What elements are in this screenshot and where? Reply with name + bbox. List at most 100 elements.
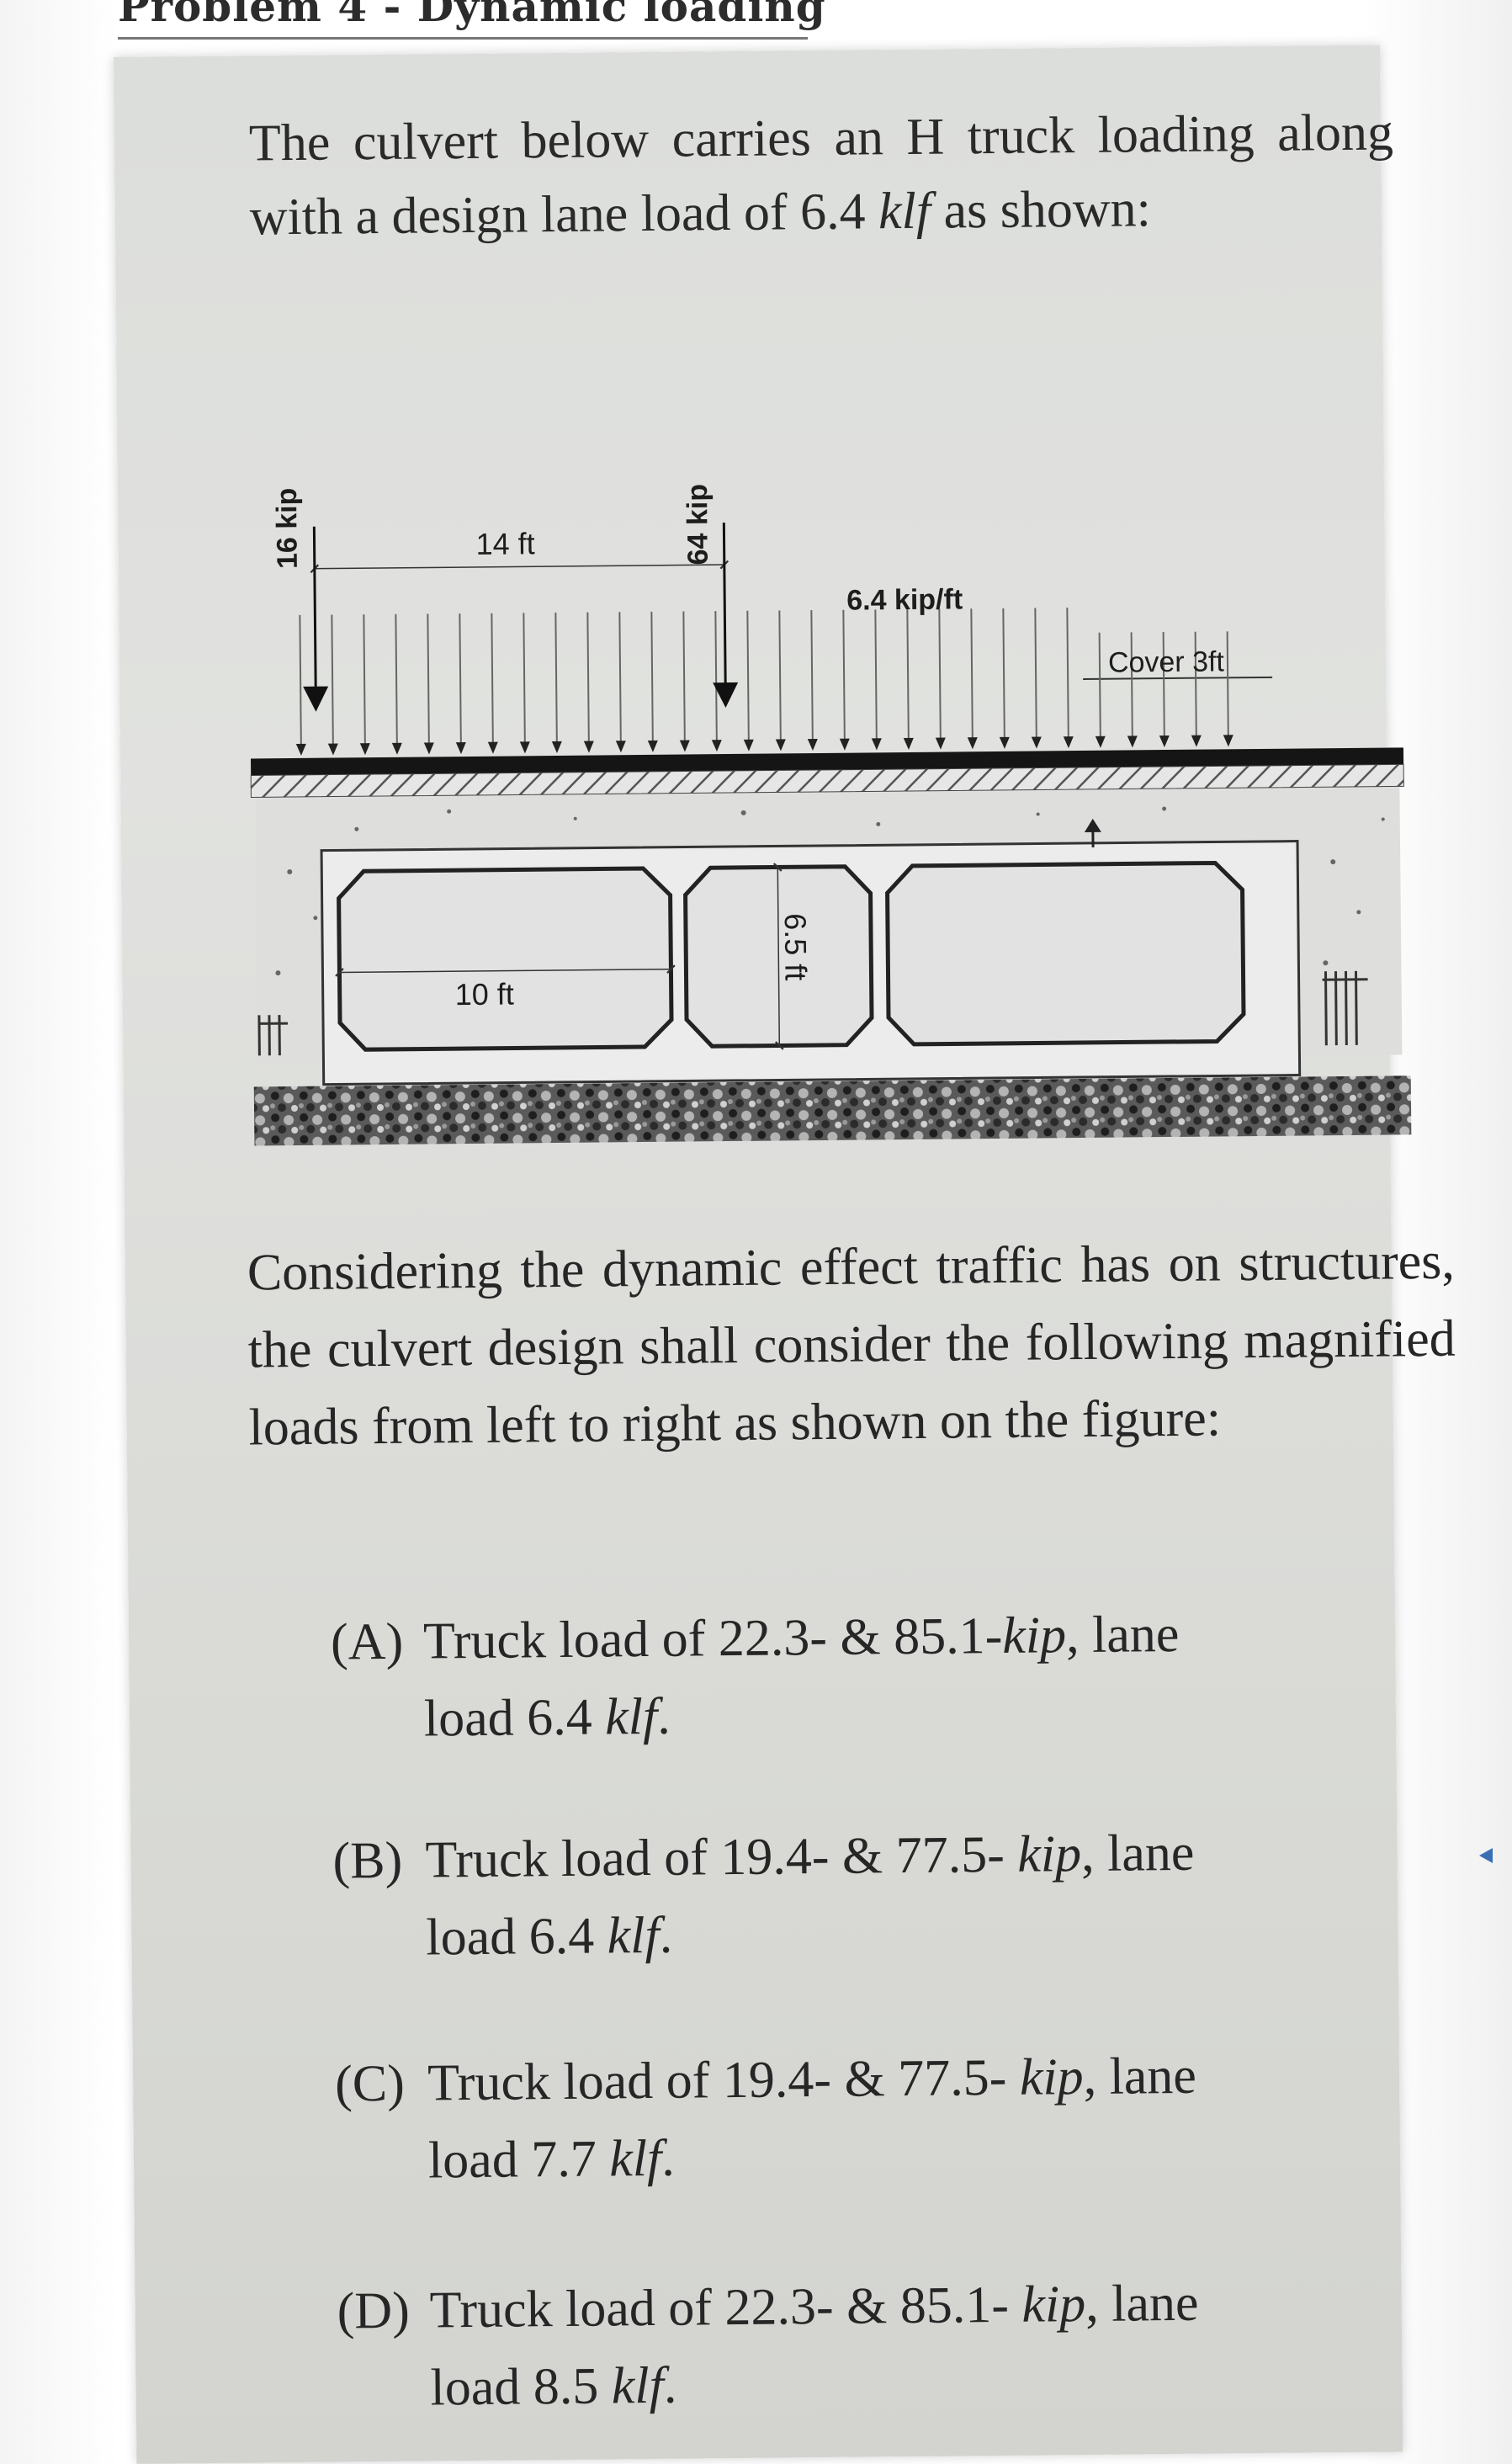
option-d-line2-end: . bbox=[663, 2357, 676, 2414]
lane-load-arrow-shaft bbox=[971, 608, 973, 741]
lane-load-arrow-head bbox=[904, 738, 914, 750]
lane-load-arrow-shaft bbox=[715, 611, 717, 743]
left-axle-load-shaft bbox=[314, 527, 316, 695]
option-d-unit1: kip bbox=[1021, 2275, 1085, 2334]
option-b-line2: load 6.4 bbox=[426, 1907, 607, 1966]
lane-load-arrow-head bbox=[680, 740, 690, 751]
lane-load-arrow-shaft bbox=[843, 610, 845, 742]
intro-text-2: as shown: bbox=[931, 180, 1151, 240]
lane-load-arrow-shaft bbox=[811, 610, 813, 742]
option-b-unit1: kip bbox=[1017, 1825, 1081, 1883]
option-a-letter: (A) bbox=[331, 1603, 424, 1681]
option-d-unit2: klf bbox=[612, 2357, 665, 2415]
right-load-label: 64 kip bbox=[682, 484, 714, 566]
lane-load-arrow-shaft bbox=[1067, 608, 1069, 740]
lane-load-arrow-shaft bbox=[875, 609, 877, 741]
lane-load-arrow-head bbox=[456, 742, 466, 754]
lane-load-arrow-head bbox=[296, 744, 306, 756]
lane-load-arrow-shaft bbox=[779, 610, 781, 742]
lane-load-arrow-shaft bbox=[1003, 608, 1005, 741]
left-axle-load-arrow bbox=[303, 687, 328, 712]
lane-load-arrow-head bbox=[1000, 737, 1010, 749]
lane-load-arrow-shaft bbox=[907, 609, 909, 741]
option-c-letter: (C) bbox=[335, 2045, 428, 2123]
option-c-line2: load 7.7 bbox=[428, 2130, 610, 2189]
option-b-line1: Truck load of 19.4- & 77.5- bbox=[425, 1826, 1017, 1889]
option-a-line2-end: . bbox=[657, 1688, 671, 1745]
lane-load-arrow-head bbox=[1127, 735, 1138, 747]
lane-load-arrow-head bbox=[1032, 736, 1042, 748]
lane-load-arrow-head bbox=[936, 738, 946, 750]
lane-load-arrow-shaft bbox=[1100, 633, 1101, 740]
lane-load-arrow-shaft bbox=[587, 613, 589, 745]
option-c-line1: Truck load of 19.4- & 77.5- bbox=[427, 2049, 1020, 2112]
culvert-cell-1 bbox=[338, 868, 671, 1050]
option-a-unit1: kip bbox=[1002, 1606, 1066, 1665]
lane-load-arrow-head bbox=[744, 740, 754, 751]
option-d-letter: (D) bbox=[337, 2272, 430, 2350]
lane-load-arrow-head bbox=[712, 740, 722, 751]
problem-sheet: The culvert below carries an H truck loa… bbox=[114, 45, 1403, 2464]
cell-height-label: 6.5 ft bbox=[778, 913, 814, 980]
lane-load-arrow-head bbox=[648, 741, 658, 752]
option-d-line1-end: , lane bbox=[1085, 2275, 1199, 2333]
lane-load-arrow-head bbox=[1096, 736, 1106, 748]
lane-load-label: 6.4 kip/ft bbox=[846, 583, 963, 616]
lane-load-arrow-shaft bbox=[555, 613, 557, 745]
lane-load-arrow-head bbox=[424, 742, 434, 754]
option-a-line1: Truck load of 22.3- & 85.1- bbox=[423, 1607, 1003, 1670]
option-c-unit1: kip bbox=[1020, 2048, 1084, 2106]
intro-unit: klf bbox=[878, 183, 931, 241]
gravel-foundation bbox=[254, 1075, 1412, 1145]
lane-load-arrow-shaft bbox=[683, 612, 685, 744]
option-c-line1-end: , lane bbox=[1083, 2047, 1196, 2106]
lane-load-arrow-head bbox=[520, 741, 530, 753]
lane-load-arrows bbox=[294, 606, 1233, 756]
axle-spacing-label: 14 ft bbox=[475, 526, 534, 561]
lane-load-arrow-head bbox=[840, 739, 850, 751]
option-b-line1-end: , lane bbox=[1081, 1824, 1195, 1883]
lane-load-arrow-shaft bbox=[300, 615, 301, 747]
lane-load-arrow-shaft bbox=[332, 615, 333, 747]
option-a-line1-end: , lane bbox=[1066, 1606, 1180, 1664]
option-a-line2: load 6.4 bbox=[424, 1688, 606, 1747]
culvert-figure: 16 kip 64 kip 14 ft 6.4 kip/ft Cover 3ft… bbox=[235, 423, 1419, 1175]
lane-load-arrow-shaft bbox=[491, 613, 493, 746]
heading-divider bbox=[118, 37, 808, 40]
lane-load-arrow-shaft bbox=[523, 613, 525, 745]
lane-load-arrow-shaft bbox=[939, 609, 941, 741]
lane-load-arrow-head bbox=[616, 741, 626, 752]
lane-load-arrow-head bbox=[1223, 735, 1233, 746]
lane-load-arrow-head bbox=[1159, 735, 1170, 747]
lane-load-arrow-head bbox=[1191, 735, 1202, 747]
option-b[interactable]: (B)Truck load of 19.4- & 77.5- kip, lane… bbox=[332, 1812, 1462, 1978]
lane-load-arrow-shaft bbox=[395, 614, 397, 746]
lane-load-arrow-head bbox=[808, 739, 818, 751]
lane-load-arrow-head bbox=[1064, 736, 1074, 748]
option-d[interactable]: (D)Truck load of 22.3- & 85.1- kip, lane… bbox=[337, 2262, 1466, 2428]
option-c-line2-end: . bbox=[661, 2130, 675, 2187]
intro-text-1: The culvert below carries an H truck loa… bbox=[249, 104, 1394, 246]
option-b-unit2: klf bbox=[607, 1907, 660, 1965]
lane-load-arrow-head bbox=[552, 741, 562, 753]
lane-load-arrow-shaft bbox=[427, 613, 429, 746]
lane-load-arrow-head bbox=[776, 739, 786, 751]
option-a[interactable]: (A)Truck load of 22.3- & 85.1-kip, lane … bbox=[331, 1593, 1460, 1759]
axle-spacing-dimension bbox=[315, 565, 724, 569]
lane-load-arrow-head bbox=[488, 742, 498, 754]
lane-load-arrow-shaft bbox=[747, 611, 749, 743]
question-text: Considering the dynamic effect traffic h… bbox=[247, 1223, 1456, 1467]
lane-load-arrow-head bbox=[328, 743, 338, 755]
problem-intro: The culvert below carries an H truck loa… bbox=[249, 95, 1395, 254]
left-load-label: 16 kip bbox=[271, 487, 304, 569]
option-b-line2-end: . bbox=[659, 1907, 672, 1964]
option-d-line2: load 8.5 bbox=[430, 2357, 612, 2416]
lane-load-arrow-head bbox=[968, 737, 978, 749]
option-c[interactable]: (C)Truck load of 19.4- & 77.5- kip, lane… bbox=[335, 2035, 1464, 2201]
culvert-cell-3 bbox=[887, 863, 1244, 1044]
option-c-unit2: klf bbox=[609, 2130, 662, 2188]
cell-width-label: 10 ft bbox=[455, 976, 514, 1012]
cover-label: Cover 3ft bbox=[1108, 645, 1225, 678]
page-edge-marker bbox=[1479, 1848, 1493, 1863]
lane-load-arrow-shaft bbox=[459, 613, 461, 746]
